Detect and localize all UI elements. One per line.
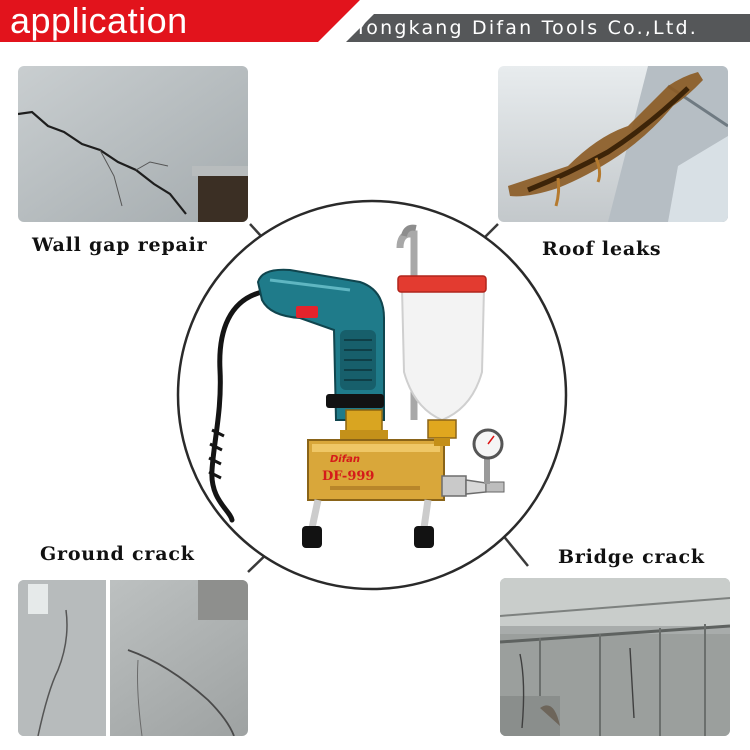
caption-ground-crack: Ground crack xyxy=(40,543,195,565)
roof-leaks-photo xyxy=(498,66,728,222)
caption-bridge-crack: Bridge crack xyxy=(558,546,705,568)
header-red-bar xyxy=(0,0,360,42)
caption-roof-leaks: Roof leaks xyxy=(542,238,662,260)
header-banner: application Yongkang Difan Tools Co.,Ltd… xyxy=(0,0,750,44)
bridge-crack-photo xyxy=(500,578,730,736)
machine-model-text: DF-999 xyxy=(322,469,374,484)
page-title: application xyxy=(10,0,188,41)
company-name: Yongkang Difan Tools Co.,Ltd. xyxy=(354,17,698,39)
machine-brand-text: Difan xyxy=(330,454,360,465)
caption-wall-gap-repair: Wall gap repair xyxy=(32,234,208,256)
ground-crack-photo xyxy=(18,580,248,736)
grouting-machine-icon: Difan DF-999 xyxy=(208,224,505,548)
wall-gap-photo xyxy=(18,66,248,222)
